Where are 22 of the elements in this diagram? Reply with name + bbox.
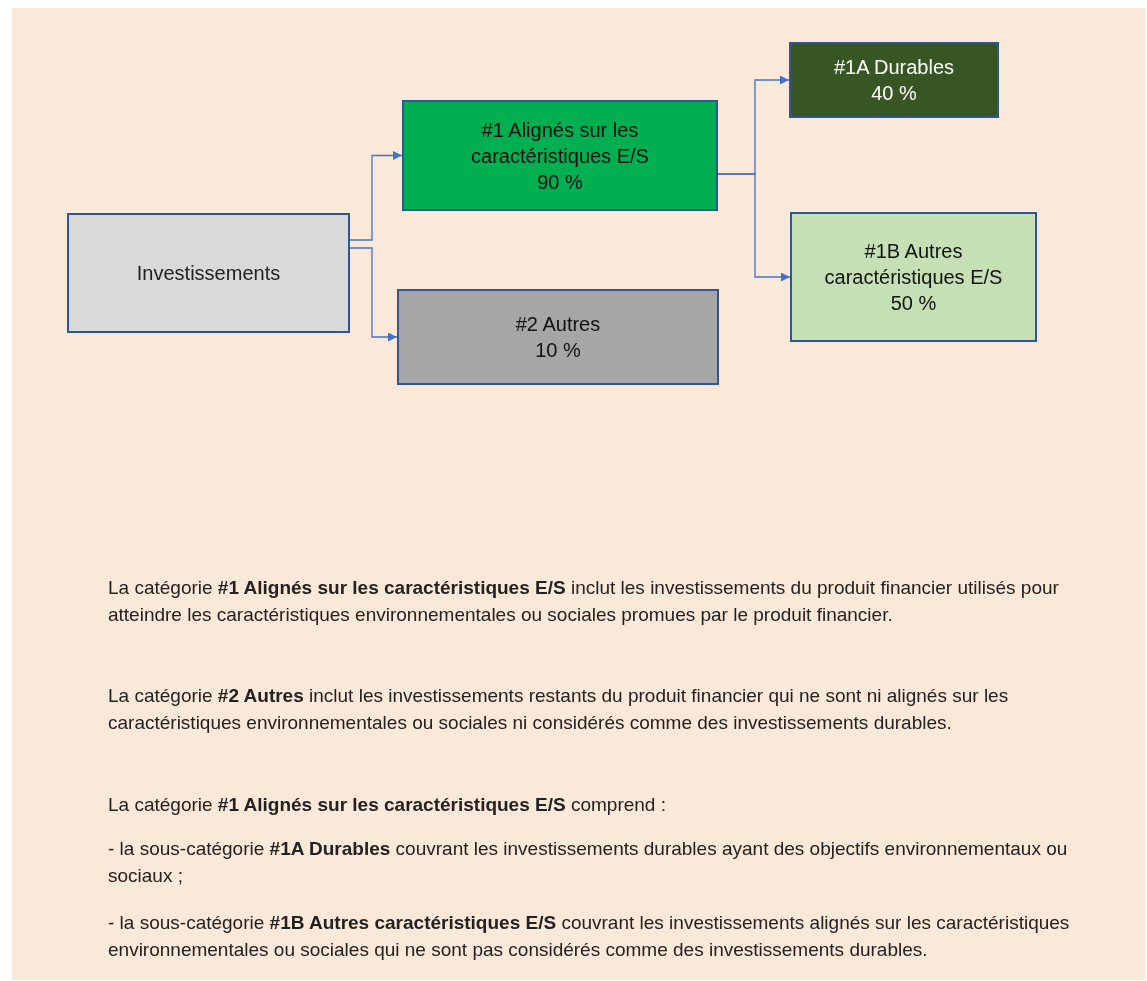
connector-arrow	[349, 151, 403, 241]
description-paragraph: La catégorie #1 Alignés sur les caractéristiques E/S comprend :	[108, 793, 667, 817]
category-box	[397, 289, 719, 385]
category-label: #1 Alignés sur les caractéristiques E/S	[470, 117, 650, 169]
description-paragraph: La catégorie #1 Alignés sur les caractéristiques E/S inclut les investissements du produit financier utilisés pour atteindre les caractéristiques environnementales ou sociales promues par le produit financier.	[108, 576, 1060, 627]
category-box	[789, 42, 999, 118]
category-label: #1B Autres caractéristiques E/S	[823, 239, 1004, 290]
percentage-label: 10 %	[535, 338, 581, 363]
connector-arrow	[349, 247, 398, 342]
category-box	[790, 212, 1037, 342]
description-paragraph: La catégorie #2 Autres inclut les investissements restants du produit financier qui ne sont ni alignés sur les caractéristiques environnementales ou sociales ni considérés comme des investissements durables.	[108, 684, 1010, 735]
connector-arrow	[717, 173, 791, 282]
description-paragraph: - la sous-catégorie #1A Durables couvrant les investissements durables ayant des objectifs environnementaux ou sociaux ;	[108, 837, 1069, 888]
category-label: #1A Durables	[833, 55, 955, 80]
root-box	[67, 213, 350, 333]
category-label: #2 Autres	[515, 312, 601, 337]
category-label: Investissements	[136, 261, 281, 286]
percentage-label: 40 %	[871, 81, 917, 106]
percentage-label: 90 %	[537, 169, 583, 195]
description-paragraph: - la sous-catégorie #1B Autres caractéristiques E/S couvrant les investissements alignés sur les caractéristiques environnementales ou sociales qui ne sont pas considérés comme des investissements durables.	[108, 911, 1071, 962]
percentage-label: 50 %	[890, 291, 937, 316]
category-box	[402, 100, 718, 211]
